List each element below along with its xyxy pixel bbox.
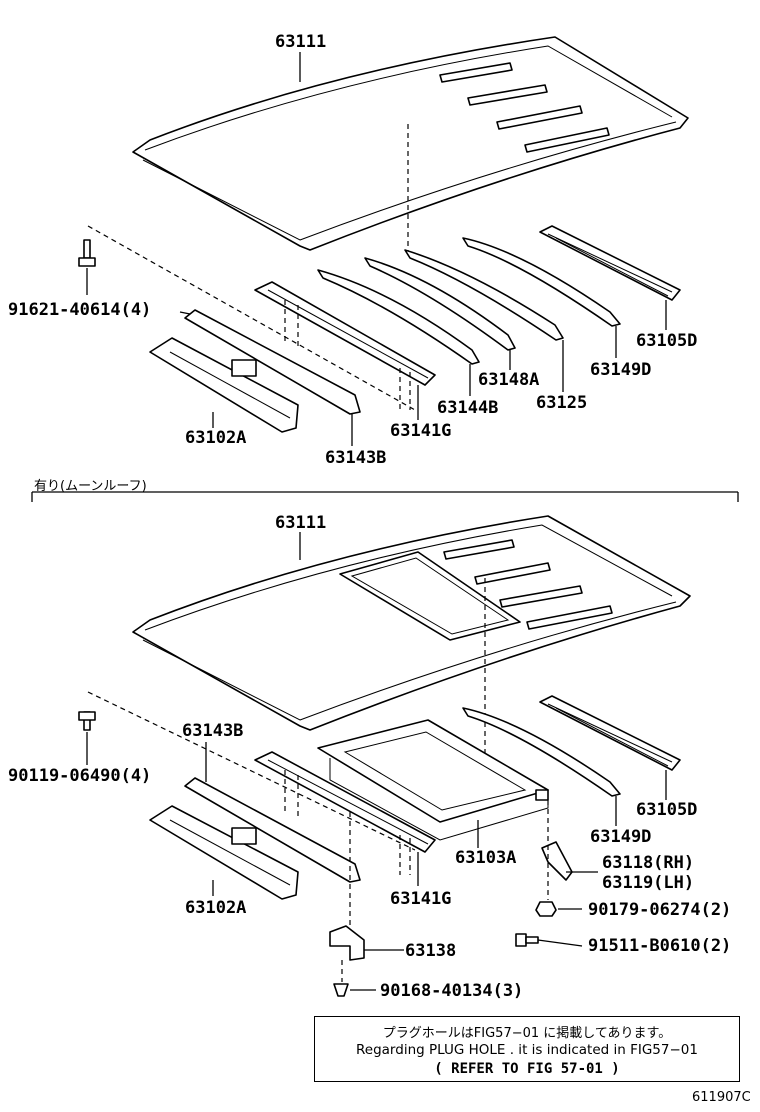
reference-note-box: プラグホールはFIG57−01 に掲載してあります。 Regarding PLU… (314, 1016, 740, 1082)
lower-bolt-line (87, 691, 416, 851)
section-divider (31, 491, 739, 502)
lower-nut-icon (535, 901, 557, 917)
lower-label-bracket-rh: 63118(RH) (602, 853, 695, 873)
section-title: 有り(ムーンルーフ) (34, 479, 147, 494)
note-line-english: Regarding PLUG HOLE . it is indicated in… (356, 1042, 698, 1058)
lower-label-bolt: 90119-06490(4) (8, 766, 152, 786)
upper-label-rail-front: 63105D (636, 331, 698, 351)
upper-label-roof-panel: 63111 (275, 32, 327, 52)
upper-bow-125 (404, 249, 564, 341)
lower-bracket (149, 805, 299, 900)
upper-label-bracket: 63102A (185, 428, 247, 448)
lower-bow-141g (254, 751, 436, 875)
upper-label-bow-149: 63149D (590, 360, 652, 380)
lower-label-bracket: 63102A (185, 898, 247, 918)
upper-bow-149d (462, 237, 621, 327)
lower-bracket-rh-lh (541, 841, 573, 881)
upper-rail-front (539, 225, 681, 301)
upper-label-bow-148: 63148A (478, 370, 540, 390)
lower-label-bow-141: 63141G (390, 889, 452, 909)
upper-bracket (149, 337, 299, 433)
upper-label-bow-125: 63125 (536, 393, 588, 413)
lower-label-roof-panel: 63111 (275, 513, 327, 533)
upper-roof-panel (132, 36, 689, 251)
lower-rail-side (184, 777, 361, 883)
figure-id: 611907C (692, 1090, 751, 1105)
lower-label-clip: 90168-40134(3) (380, 981, 524, 1001)
upper-label-rail-side: 63143B (325, 448, 387, 468)
lower-bolt-icon (78, 711, 96, 731)
lower-stay (329, 925, 365, 961)
upper-label-bow-144: 63144B (437, 398, 499, 418)
upper-bow-141g (254, 281, 436, 410)
upper-bow-144b (317, 269, 480, 365)
upper-rail-side (184, 309, 361, 415)
note-line-japanese: プラグホールはFIG57−01 に掲載してあります。 (382, 1026, 672, 1041)
lower-clip-icon (333, 983, 349, 997)
lower-label-bow-149: 63149D (590, 827, 652, 847)
upper-leader-lines (86, 52, 667, 446)
upper-label-bolt: 91621-40614(4) (8, 300, 152, 320)
lower-sunroof-frame (317, 719, 549, 841)
lower-label-nut: 90179-06274(2) (588, 900, 732, 920)
lower-label-screw: 91511-B0610(2) (588, 936, 732, 956)
lower-screw-icon (515, 933, 539, 947)
upper-label-bow-141: 63141G (390, 421, 452, 441)
lower-label-rail-side: 63143B (182, 721, 244, 741)
note-line-refer: ( REFER TO FIG 57-01 ) (434, 1061, 620, 1077)
upper-bow-148a (364, 257, 516, 351)
lower-rail-front (539, 695, 681, 771)
upper-bolt-icon (78, 239, 96, 267)
lower-leader-lines (86, 532, 667, 991)
lower-label-frame: 63103A (455, 848, 517, 868)
lower-label-stay: 63138 (405, 941, 457, 961)
lower-roof-panel (132, 515, 691, 731)
lower-label-bracket-lh: 63119(LH) (602, 873, 695, 893)
lower-label-rail-front: 63105D (636, 800, 698, 820)
lower-bow-149d (462, 707, 621, 797)
